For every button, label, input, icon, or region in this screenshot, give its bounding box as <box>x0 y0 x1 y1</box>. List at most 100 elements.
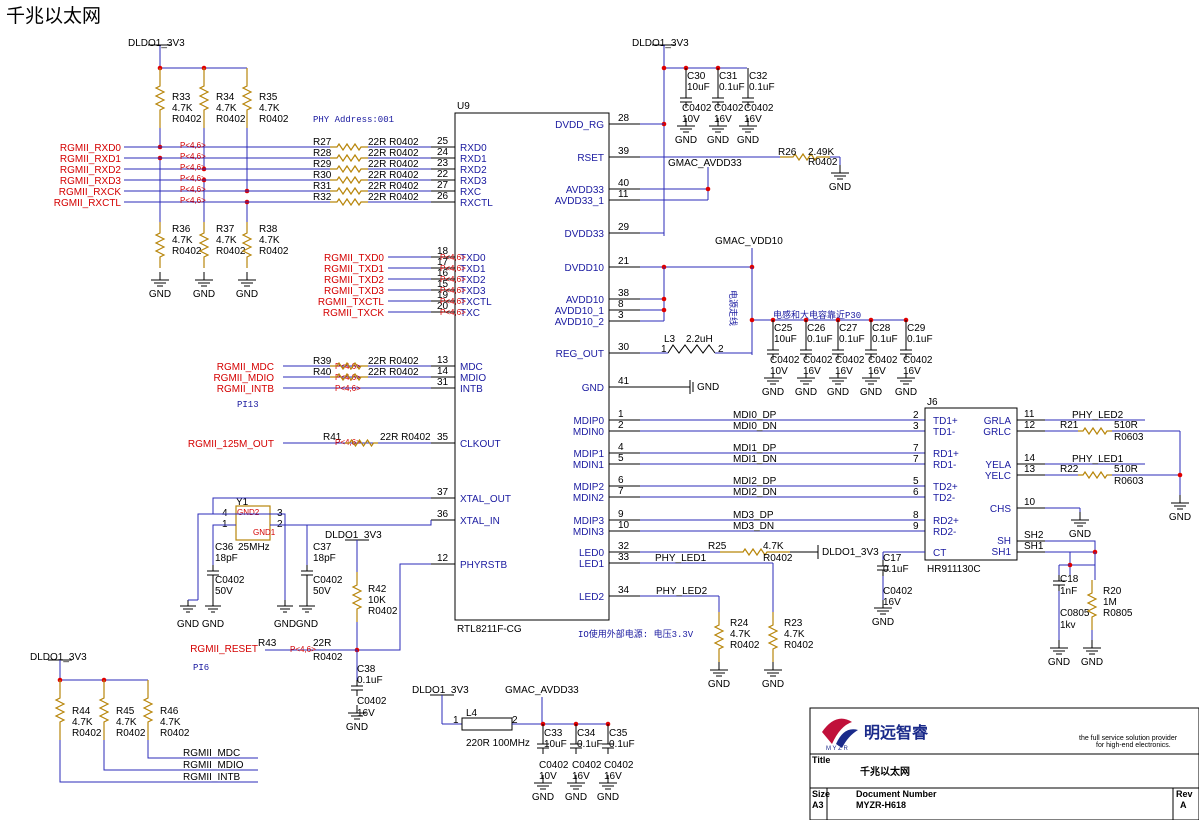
mgmt-net-label: RGMII_MDIO <box>213 373 274 384</box>
rx-series-val: 22R R0402 <box>368 181 419 192</box>
j6-pin-num: 7 <box>913 443 919 454</box>
cap-bot-pkg: C0402 <box>604 760 634 771</box>
tx-net-label: RGMII_TXCK <box>323 308 384 319</box>
dldo1-label-bottom: DLDO1_3V3 <box>30 652 87 663</box>
cap-top-val: 10uF <box>687 82 710 93</box>
l3-val: 2.2uH <box>686 334 713 345</box>
u9-pin-num: 12 <box>437 553 449 564</box>
cap-bot-ref: C34 <box>577 728 596 739</box>
u9-pin-name: PHYRSTB <box>460 560 508 571</box>
u9-pin-num: 21 <box>618 256 630 267</box>
gnd-label: GND <box>829 182 851 193</box>
company-logo <box>822 718 852 744</box>
u9-pin-name: LED0 <box>579 548 604 559</box>
pullup2-val: 4.7K <box>160 717 181 728</box>
rx-net-label: RGMII_RXCK <box>59 187 122 198</box>
cap-mid-ref: C28 <box>872 323 891 334</box>
cap-bot-val: 10uF <box>544 739 567 750</box>
c37-pkg: C0402 <box>313 575 343 586</box>
u9-pin-name: TXD2 <box>460 275 486 286</box>
resistor-horizontal <box>330 153 368 163</box>
rx-net-label: RGMII_RXD2 <box>60 165 122 176</box>
j6-pin-num: 12 <box>1024 420 1036 431</box>
pullup-ref: R35 <box>259 92 278 103</box>
u9-pin-name: REG_OUT <box>556 349 604 360</box>
u9-pin-num: 14 <box>437 366 449 377</box>
junction-dot <box>661 296 667 302</box>
resistor-vertical <box>241 68 253 128</box>
resistor-vertical <box>54 680 66 740</box>
gnd-label: GND <box>1081 657 1103 668</box>
r20-val: 1M <box>1103 597 1117 608</box>
l4-pin: 2 <box>512 715 518 726</box>
r21-pkg: R0603 <box>1114 432 1144 443</box>
u9-pin-name: DVDD_RG <box>555 120 604 131</box>
mdi-net-label: MDI1_DP <box>733 443 777 454</box>
r23-val: 4.7K <box>784 629 805 640</box>
u9-pin-name: MDIP3 <box>573 516 604 527</box>
junction-dot <box>749 317 755 323</box>
u9-pin-num: 17 <box>437 257 449 268</box>
c38-val: 0.1uF <box>357 675 383 686</box>
rev-value: A <box>1180 800 1187 810</box>
pulldown-val: 4.7K <box>216 235 237 246</box>
gnd-label: GND <box>762 679 784 690</box>
io-note: IO使用外部电源: 电压3.3V <box>578 628 694 640</box>
port-tag: P<4,6> <box>440 286 466 295</box>
u9-pin-name: TXD1 <box>460 264 486 275</box>
r25-pkg: R0402 <box>763 553 793 564</box>
u9-pin-name: MDIN0 <box>573 427 605 438</box>
r23-pkg: R0402 <box>784 640 814 651</box>
pulldown-val: 4.7K <box>259 235 280 246</box>
rx-net-label: RGMII_RXCTL <box>54 198 122 209</box>
j6-pin-num: SH1 <box>1024 541 1044 552</box>
tx-net-label: RGMII_TXD0 <box>324 253 384 264</box>
cap-mid-ref: C25 <box>774 323 793 334</box>
mdi-net-label: MD3_DP <box>733 510 774 521</box>
mdi-net-label: MDI0_DN <box>733 421 777 432</box>
l4-val: 220R 100MHz <box>466 738 530 749</box>
vertical-note: 电源走线 <box>727 290 739 326</box>
gnd-label: GND <box>860 387 882 398</box>
logo-small-text: M Y Z R <box>826 746 848 752</box>
inductor-l3 <box>667 344 716 354</box>
docnum-label: Document Number <box>856 789 937 799</box>
c18-val: 1nF <box>1060 586 1077 597</box>
gnd-label: GND <box>346 722 368 733</box>
rx-series-ref: R28 <box>313 148 332 159</box>
u9-pin-name: INTB <box>460 384 483 395</box>
pulldown-pkg: R0402 <box>216 246 246 257</box>
c36-pkg: C0402 <box>215 575 245 586</box>
cap-mid-v: 10V <box>770 366 788 377</box>
u9-pin-num: 7 <box>618 486 624 497</box>
resistor-vertical <box>713 612 725 662</box>
size-value: A3 <box>812 800 824 810</box>
r25-val: 4.7K <box>763 541 784 552</box>
gnd-label: GND <box>274 619 296 630</box>
r24-val: 4.7K <box>730 629 751 640</box>
gnd-label: GND <box>597 792 619 803</box>
reset-net-label: RGMII_RESET <box>190 644 258 655</box>
resistor-vertical <box>98 680 110 740</box>
mgmt-net-bottom: RGMII_MDIO <box>183 760 244 771</box>
u9-pin-name: MDIN1 <box>573 460 605 471</box>
u9-pin-num: 18 <box>437 246 449 257</box>
pullup2-pkg: R0402 <box>160 728 190 739</box>
j6-pin-num: 13 <box>1024 464 1036 475</box>
mgmt-series-ref: R39 <box>313 356 332 367</box>
crystal-gnd1: GND1 <box>253 528 276 537</box>
j6-pin-num: 5 <box>913 476 919 487</box>
cap-top-v: 16V <box>744 114 762 125</box>
u9-pin-num: 9 <box>618 509 624 520</box>
u9-pin-name: TXD3 <box>460 286 486 297</box>
u9-pin-num: 32 <box>618 541 630 552</box>
j6-pin-num: 3 <box>913 421 919 432</box>
crystal-gnd2: GND2 <box>237 508 260 517</box>
xtal-out-wire <box>212 497 431 515</box>
c38-ref: C38 <box>357 664 376 675</box>
rx-series-val: 22R R0402 <box>368 192 419 203</box>
cap-mid-val: 0.1uF <box>872 334 898 345</box>
l4-pin: 1 <box>453 715 459 726</box>
u9-pin-num: 36 <box>437 509 449 520</box>
gnd-label: GND <box>177 619 199 630</box>
